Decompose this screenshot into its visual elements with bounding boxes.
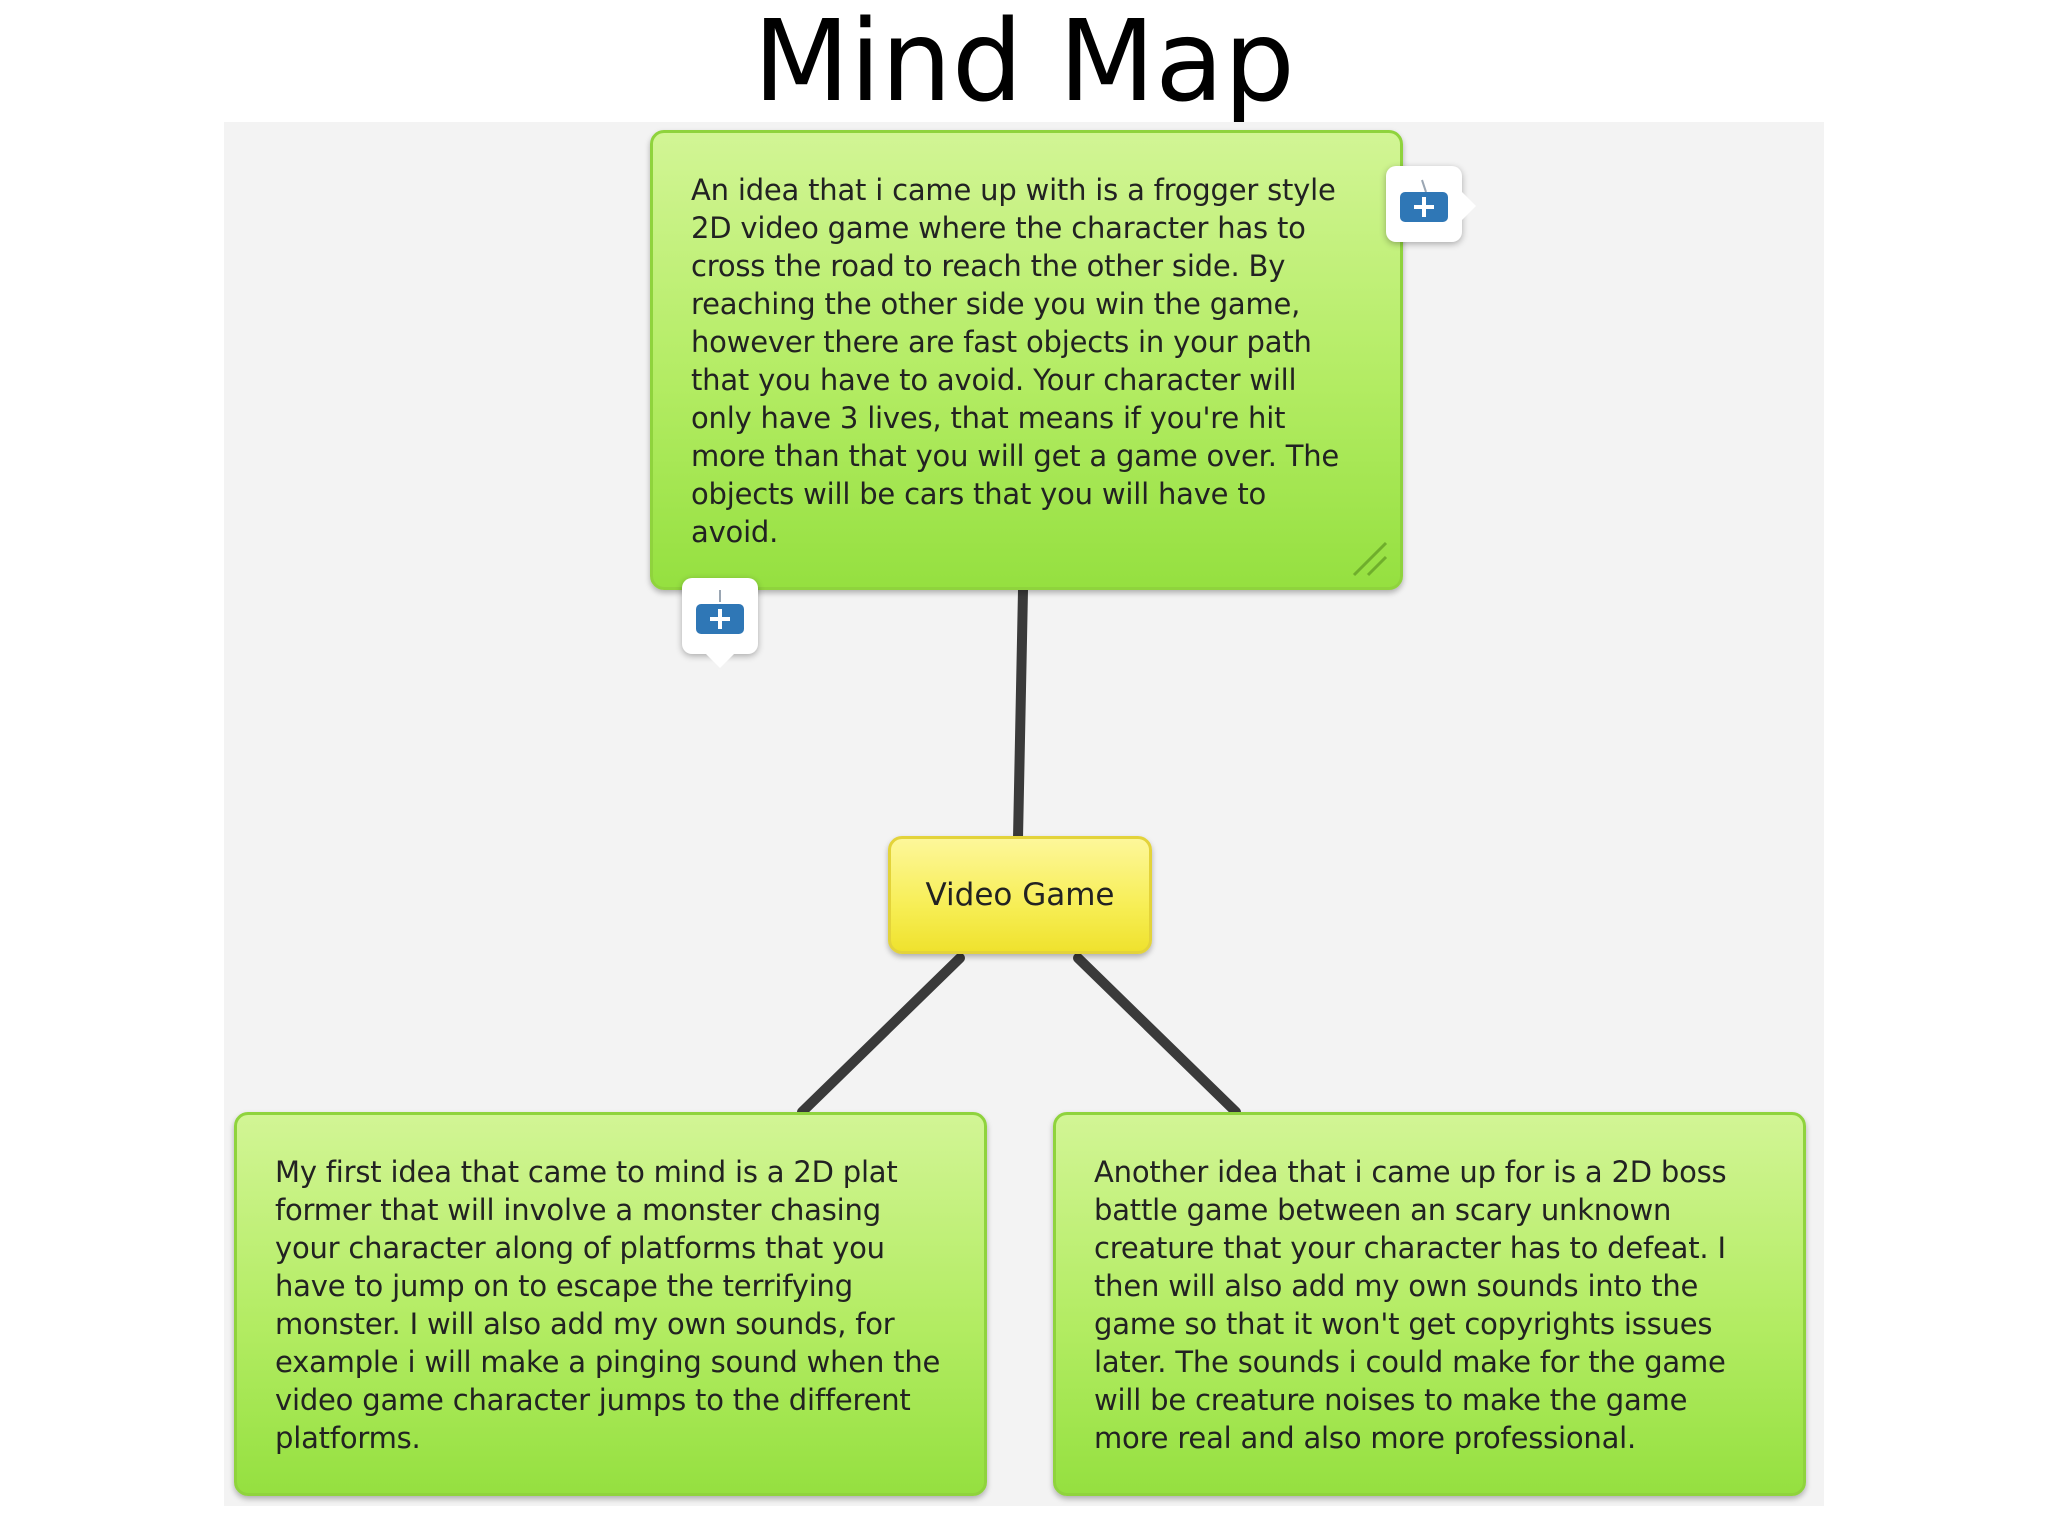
- idea-node-text: An idea that i came up with is a frogger…: [691, 173, 1340, 549]
- connector-top-idea: [1013, 585, 1028, 843]
- connector-right-idea: [1073, 953, 1241, 1117]
- central-topic-node[interactable]: Video Game: [888, 836, 1152, 954]
- connector-left-idea: [797, 953, 965, 1117]
- idea-node-platformer[interactable]: My first idea that came to mind is a 2D …: [234, 1112, 987, 1496]
- idea-node-boss-battle[interactable]: Another idea that i came up for is a 2D …: [1053, 1112, 1806, 1496]
- resize-grip-icon[interactable]: [1346, 535, 1390, 579]
- plus-icon: [1400, 179, 1448, 222]
- add-sibling-button[interactable]: [682, 578, 758, 668]
- plus-icon: [696, 590, 744, 634]
- callout-pointer: [706, 654, 734, 668]
- idea-node-frogger[interactable]: An idea that i came up with is a frogger…: [650, 130, 1403, 590]
- callout-pointer: [1462, 192, 1476, 220]
- idea-node-text: Another idea that i came up for is a 2D …: [1094, 1155, 1727, 1455]
- add-child-button[interactable]: [1386, 166, 1476, 242]
- slide-title: Mind Map: [753, 0, 1295, 127]
- central-topic-label: Video Game: [925, 877, 1115, 913]
- idea-node-text: My first idea that came to mind is a 2D …: [275, 1155, 941, 1455]
